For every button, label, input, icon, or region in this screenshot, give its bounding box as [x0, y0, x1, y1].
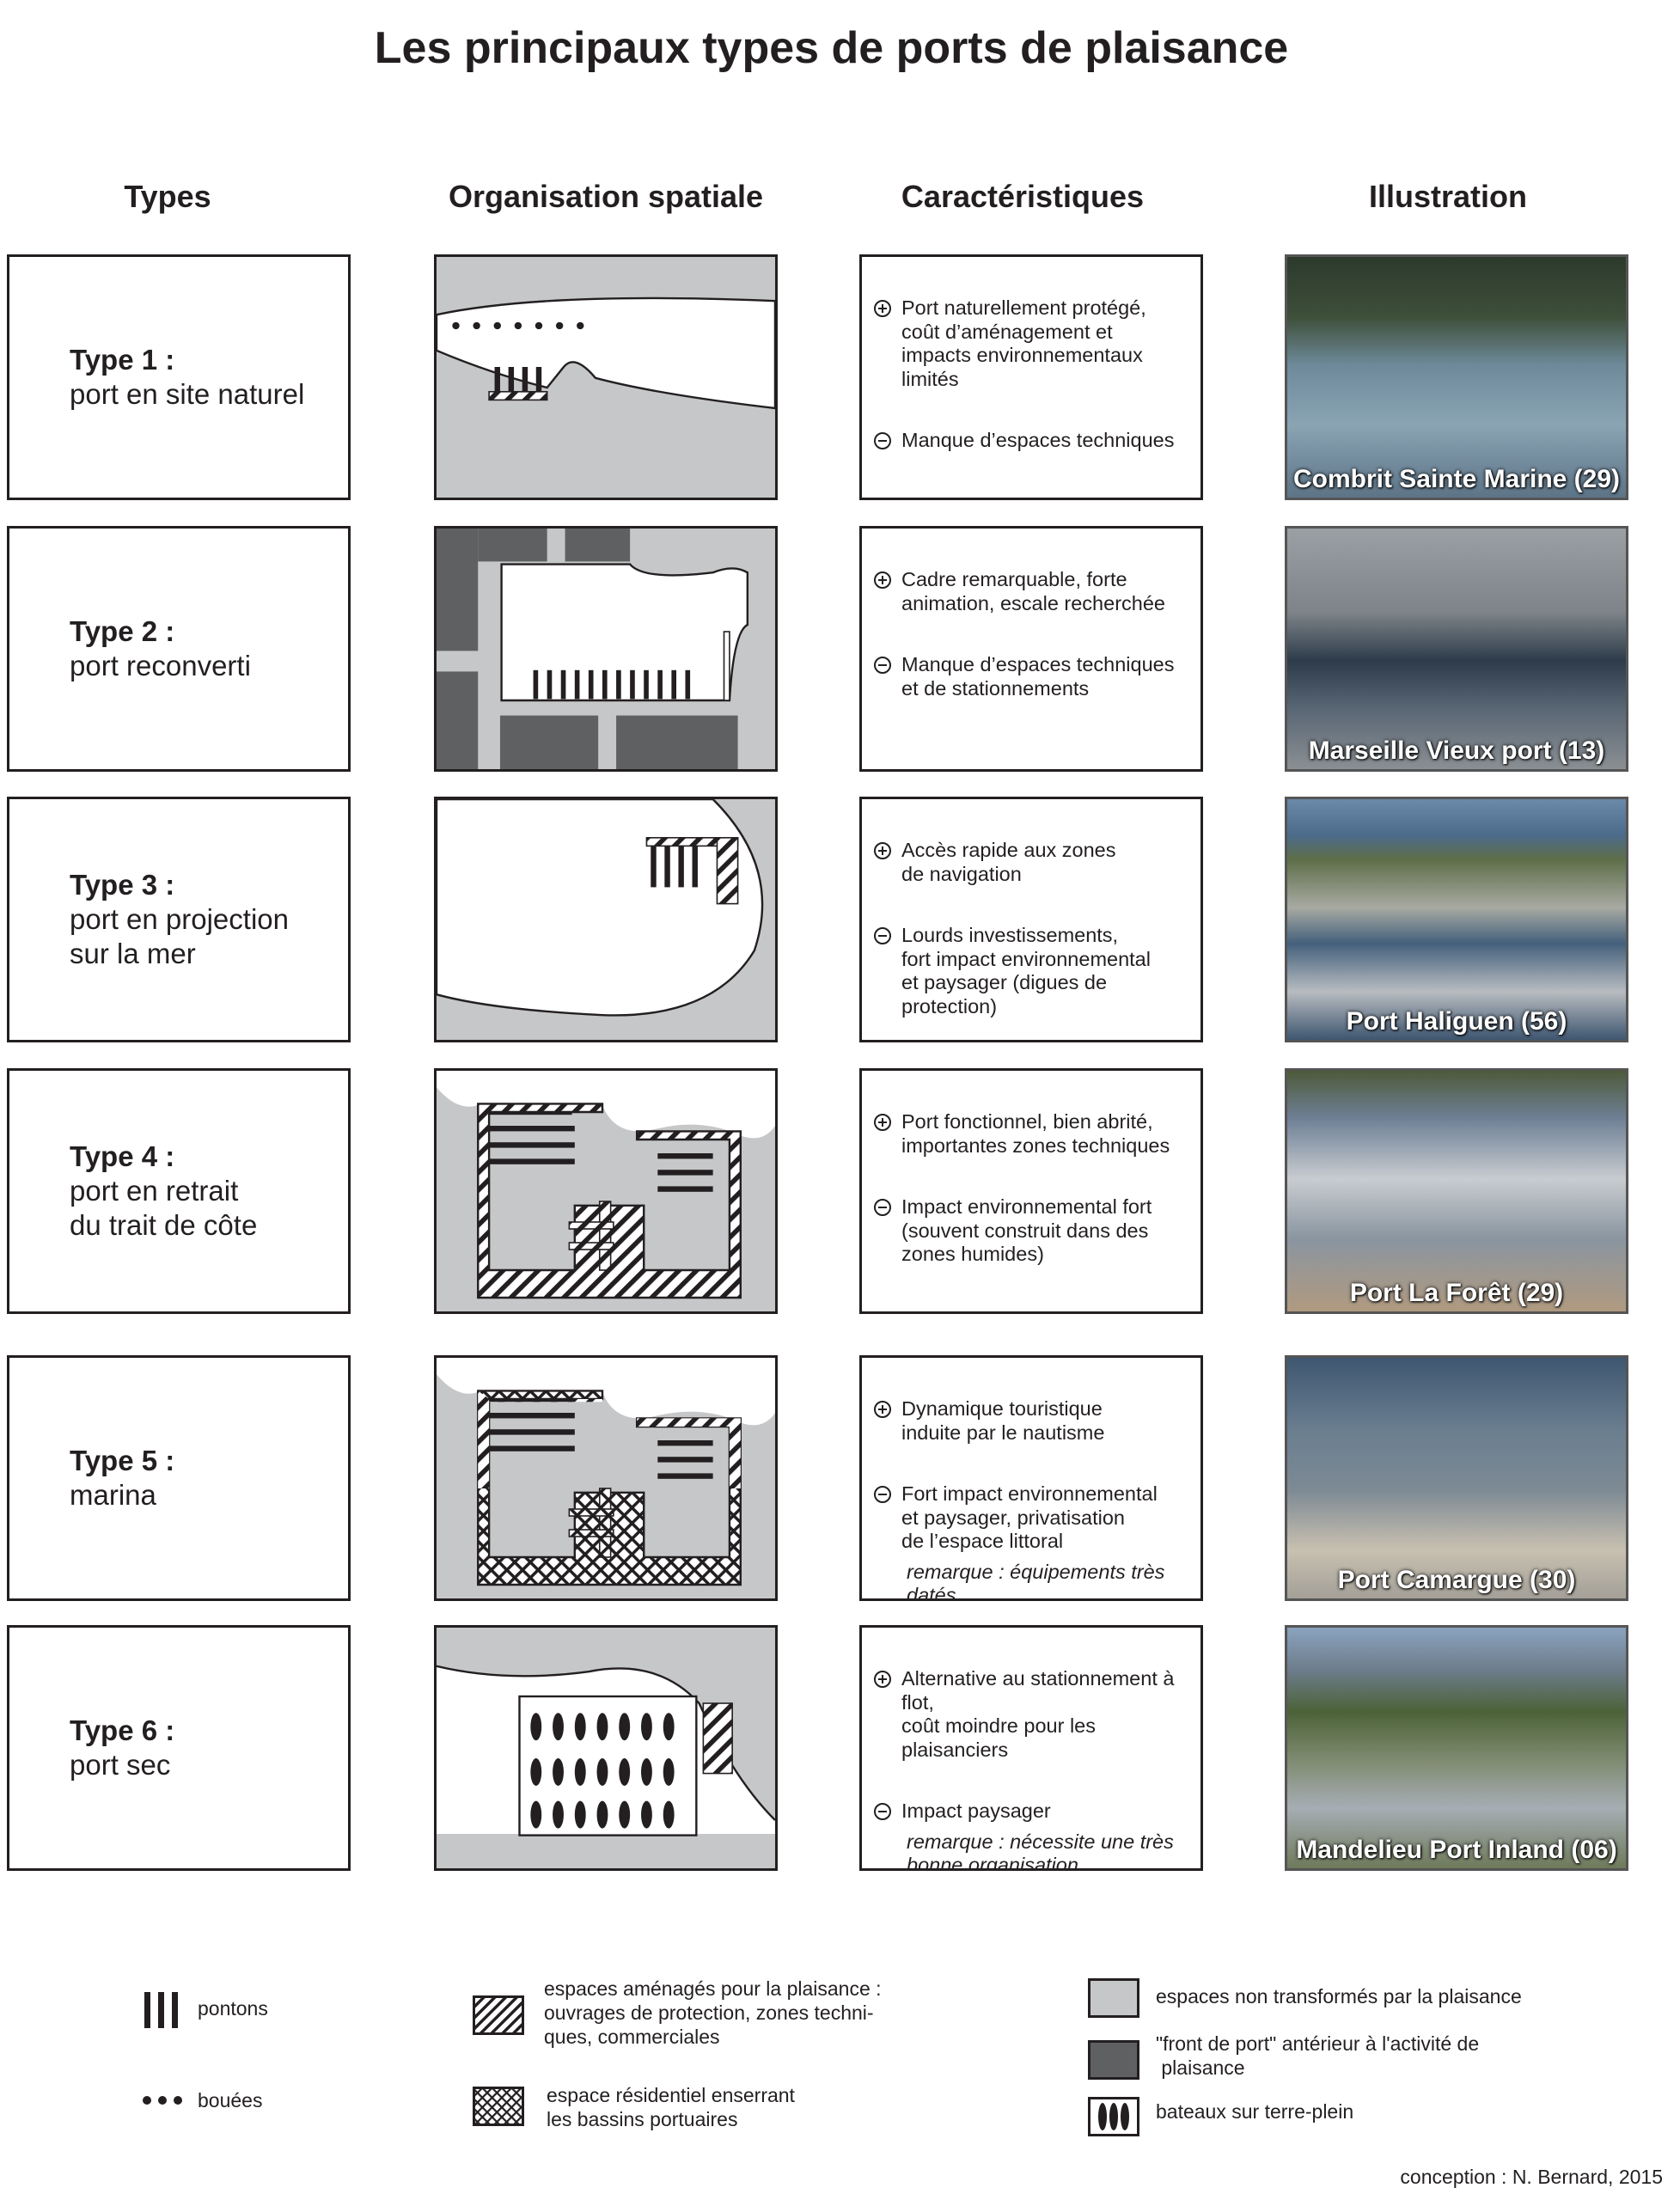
type-cell: Type 6 : port sec [7, 1625, 351, 1871]
type-description: port en projection sur la mer [70, 903, 289, 969]
advantage-text: Port fonctionnel, bien abrité, important… [901, 1110, 1170, 1157]
photo-caption: Port Camargue (30) [1337, 1566, 1576, 1594]
photo-caption: Port Haliguen (56) [1346, 1007, 1567, 1036]
port-layout-diagram [437, 1628, 775, 1868]
boats-swatch [1088, 2097, 1139, 2136]
characteristics-cell: Port fonctionnel, bien abrité, important… [859, 1068, 1203, 1314]
characteristics-cell: Alternative au stationnement à flot, coû… [859, 1625, 1203, 1871]
remark: remarque : équipements très datés (fin a… [907, 1560, 1165, 1601]
spatial-diagram [434, 797, 778, 1042]
plus-circle-icon [874, 300, 891, 317]
minus-circle-icon [874, 432, 891, 449]
legend-crosshatch: espace résidentiel enserrant les bassins… [547, 2084, 795, 2130]
characteristics-cell: Accès rapide aux zones de navigation Lou… [859, 797, 1203, 1042]
spatial-diagram [434, 1625, 778, 1871]
spatial-diagram [434, 1355, 778, 1601]
type-description: port reconverti [70, 650, 251, 681]
port-photo: Combrit Sainte Marine (29) [1285, 254, 1628, 500]
legend-dark-grey: "front de port" antérieur à l'activité d… [1156, 2032, 1480, 2079]
type-description: port sec [70, 1749, 171, 1781]
type-label: Type 4 : [70, 1140, 175, 1172]
photo-caption: Port La Forêt (29) [1349, 1279, 1564, 1307]
port-layout-diagram [437, 529, 775, 769]
photo-caption: Combrit Sainte Marine (29) [1292, 465, 1621, 493]
advantage-text: Port naturellement protégé, coût d’aména… [901, 296, 1146, 390]
port-photo: Port Camargue (30) [1285, 1355, 1628, 1601]
column-header-illustration: Illustration [1368, 179, 1527, 214]
photo-caption: Marseille Vieux port (13) [1308, 736, 1605, 765]
column-header-types: Types [124, 179, 211, 214]
type-label: Type 1 : [70, 344, 175, 376]
type-label: Type 3 : [70, 869, 175, 901]
plus-circle-icon [874, 1114, 891, 1131]
type-cell: Type 3 : port en projection sur la mer [7, 797, 351, 1042]
plus-circle-icon [874, 842, 891, 859]
advantage-text: Dynamique touristique induite par le nau… [901, 1397, 1105, 1444]
advantage-text: Accès rapide aux zones de navigation [901, 839, 1116, 885]
type-cell: Type 4 : port en retrait du trait de côt… [7, 1068, 351, 1314]
hatch-swatch [473, 1995, 524, 2035]
type-label: Type 6 : [70, 1714, 175, 1746]
type-description: port en retrait du trait de côte [70, 1175, 258, 1241]
type-cell: Type 2 : port reconverti [7, 526, 351, 772]
port-layout-diagram [437, 799, 775, 1040]
characteristics-cell: Dynamique touristique induite par le nau… [859, 1355, 1203, 1601]
port-photo: Marseille Vieux port (13) [1285, 526, 1628, 772]
drawback-text: Impact paysager [901, 1800, 1051, 1822]
port-layout-diagram [437, 1358, 775, 1598]
type-description: port en site naturel [70, 378, 305, 410]
minus-circle-icon [874, 657, 891, 674]
plus-circle-icon [874, 571, 891, 589]
remark: remarque : nécessite une très bonne orga… [907, 1830, 1174, 1871]
minus-circle-icon [874, 927, 891, 944]
drawback-text: Manque d’espaces techniques et de statio… [901, 653, 1175, 700]
crosshatch-swatch [473, 2087, 524, 2126]
port-layout-diagram [437, 257, 775, 498]
spatial-diagram [434, 526, 778, 772]
legend-boats: bateaux sur terre-plein [1156, 2100, 1354, 2123]
legend-hatch: espaces aménagés pour la plaisance : ouv… [544, 1977, 882, 2048]
drawback-text: Manque d’espaces techniques [901, 429, 1175, 451]
spatial-diagram [434, 254, 778, 500]
port-photo: Port Haliguen (56) [1285, 797, 1628, 1042]
type-label: Type 5 : [70, 1445, 175, 1476]
port-photo: Port La Forêt (29) [1285, 1068, 1628, 1314]
dark-grey-swatch [1088, 2040, 1139, 2080]
bouees-icon [143, 2096, 182, 2105]
credit: conception : N. Bernard, 2015 [1400, 2166, 1663, 2188]
type-description: marina [70, 1479, 156, 1511]
port-layout-diagram [437, 1071, 775, 1311]
type-label: Type 2 : [70, 615, 175, 647]
pontons-icon [144, 1992, 178, 2028]
minus-circle-icon [874, 1486, 891, 1503]
drawback-text: Impact environnemental fort (souvent con… [901, 1195, 1152, 1265]
advantage-text: Alternative au stationnement à flot, coû… [901, 1667, 1175, 1761]
plus-circle-icon [874, 1671, 891, 1688]
minus-circle-icon [874, 1803, 891, 1820]
type-cell: Type 1 : port en site naturel [7, 254, 351, 500]
characteristics-cell: Port naturellement protégé, coût d’aména… [859, 254, 1203, 500]
legend-bouees: bouées [198, 2089, 263, 2111]
type-cell: Type 5 : marina [7, 1355, 351, 1601]
light-grey-swatch [1088, 1978, 1139, 2018]
minus-circle-icon [874, 1199, 891, 1216]
spatial-diagram [434, 1068, 778, 1314]
port-photo: Mandelieu Port Inland (06) [1285, 1625, 1628, 1871]
drawback-text: Fort impact environnemental et paysager,… [901, 1482, 1158, 1552]
legend-light-grey: espaces non transformés par la plaisance [1156, 1985, 1522, 2008]
column-header-organisation: Organisation spatiale [448, 179, 764, 214]
advantage-text: Cadre remarquable, forte animation, esca… [901, 568, 1165, 614]
drawback-text: Lourds investissements, fort impact envi… [901, 924, 1151, 1018]
characteristics-cell: Cadre remarquable, forte animation, esca… [859, 526, 1203, 772]
photo-caption: Mandelieu Port Inland (06) [1296, 1836, 1617, 1864]
plus-circle-icon [874, 1401, 891, 1418]
legend-pontons: pontons [198, 1997, 268, 2020]
page-title: Les principaux types de ports de plaisan… [374, 23, 1289, 73]
column-header-caracteristiques: Caractéristiques [901, 179, 1145, 214]
